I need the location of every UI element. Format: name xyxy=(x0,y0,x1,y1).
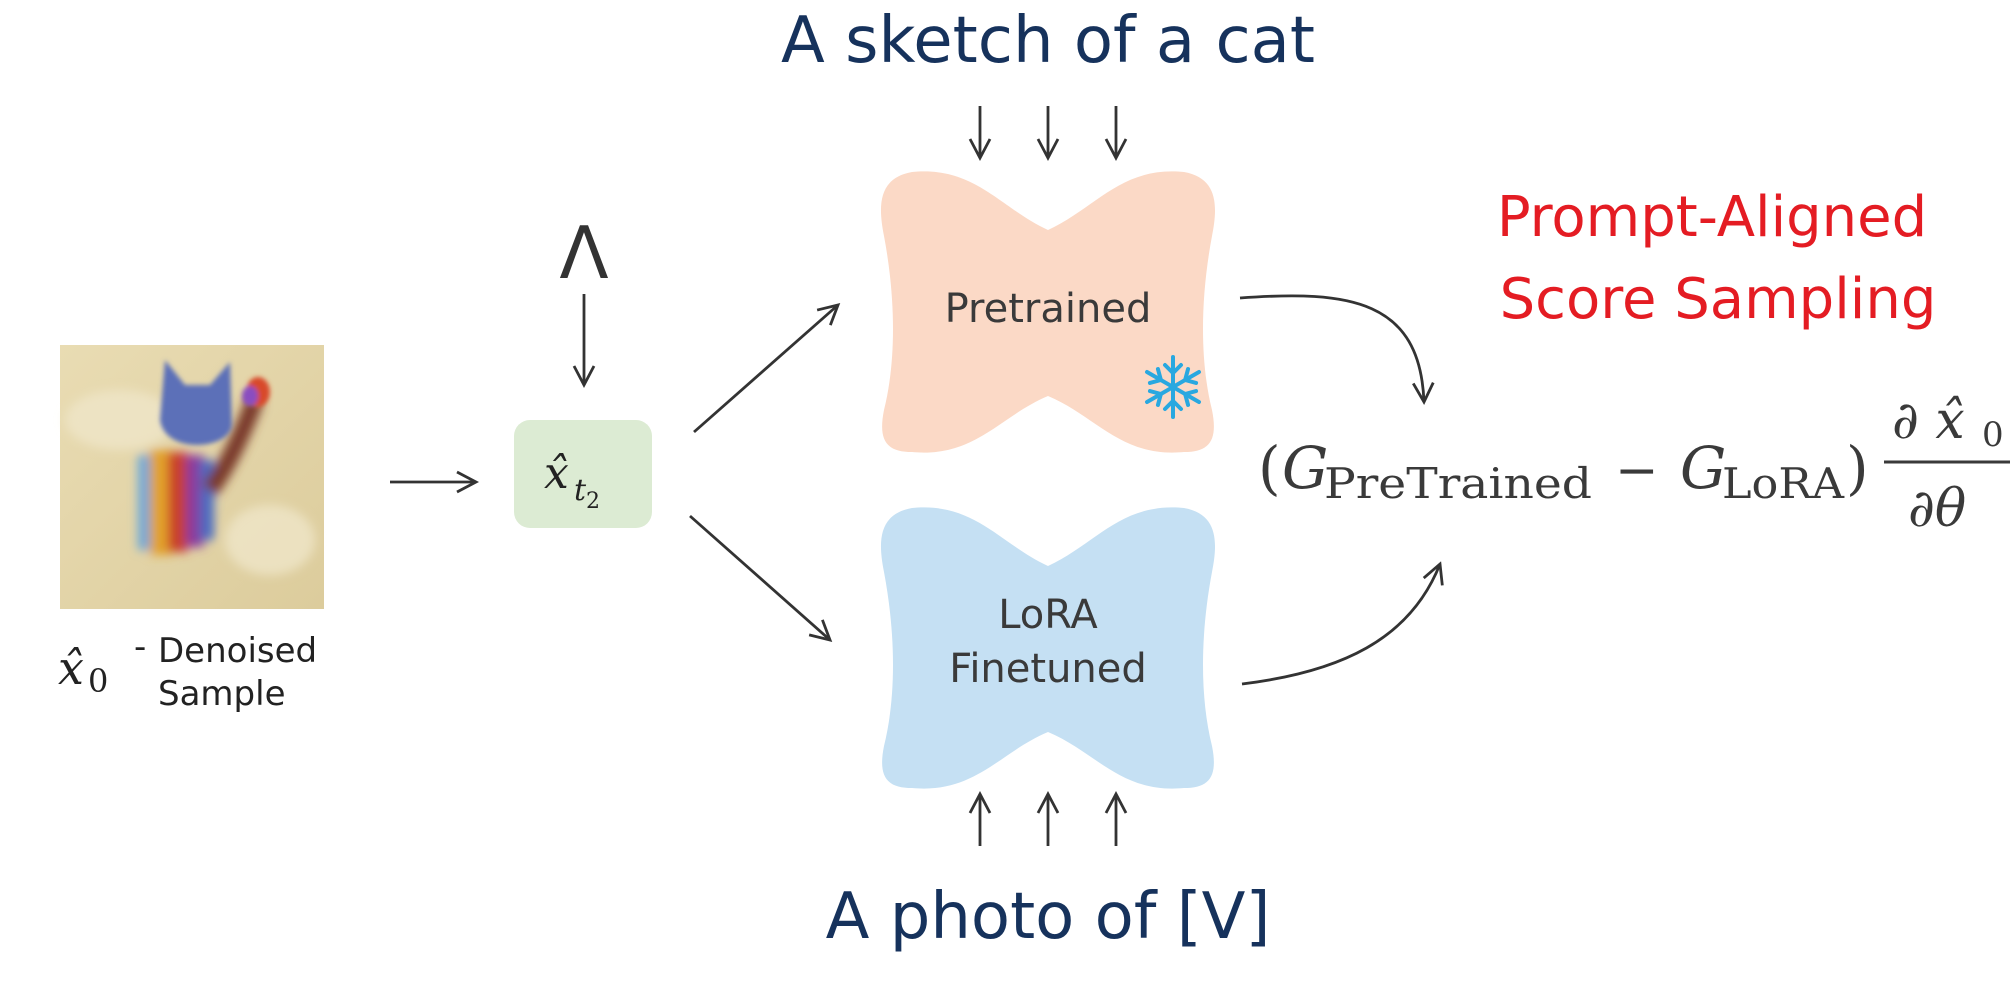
formula-minus: − xyxy=(1615,441,1659,501)
method-title-line2: Score Sampling xyxy=(1500,267,1937,332)
score-formula: ( G PreTrained − G LoRA ) ∂ x̂ 0 ∂θ xyxy=(1258,391,2010,539)
formula-lora-subscript: LoRA xyxy=(1722,459,1845,508)
arrow-pretrained-to-formula xyxy=(1239,294,1435,406)
latent-subsubscript: 2 xyxy=(586,489,600,514)
prompt-top-arrows xyxy=(968,106,1128,162)
arrow-latent-to-pretrained xyxy=(693,303,841,434)
formula-open-paren: ( xyxy=(1258,434,1281,502)
latent-box xyxy=(514,420,652,528)
latent-subscript: t xyxy=(574,473,587,508)
sample-label-line1: Denoised xyxy=(158,631,317,671)
sample-subscript: 0 xyxy=(88,662,108,700)
pretrained-label: Pretrained xyxy=(945,286,1152,332)
prompt-bottom: A photo of [V] xyxy=(826,880,1271,954)
noise-symbol: Λ xyxy=(559,211,608,295)
snowflake-icon xyxy=(1145,355,1201,419)
latent-symbol: x̂ xyxy=(544,448,569,499)
lora-model-shape xyxy=(880,507,1216,789)
formula-numerator: ∂ x̂ xyxy=(1892,391,1965,451)
arrow-latent-to-lora xyxy=(689,514,833,642)
formula-numerator-subscript: 0 xyxy=(1982,415,2004,455)
prompt-bottom-arrows xyxy=(968,790,1128,846)
formula-close-paren: ) xyxy=(1846,434,1869,502)
formula-pretrained-subscript: PreTrained xyxy=(1324,459,1592,508)
prompt-top: A sketch of a cat xyxy=(781,4,1315,78)
formula-denominator: ∂θ xyxy=(1908,479,1966,539)
formula-g-pretrained: G xyxy=(1282,434,1328,502)
sample-label-line2: Sample xyxy=(158,674,285,714)
denoised-sample-image xyxy=(60,345,324,609)
pretrained-model-shape xyxy=(880,171,1216,453)
method-title-line1: Prompt-Aligned xyxy=(1497,185,1927,250)
sample-symbol: x̂ xyxy=(58,641,84,695)
arrow-lora-to-formula xyxy=(1241,561,1444,686)
lora-label-line2: Finetuned xyxy=(949,646,1147,692)
formula-g-lora: G xyxy=(1680,434,1726,502)
sample-dash: - xyxy=(134,627,146,667)
lora-label-line1: LoRA xyxy=(998,592,1098,638)
